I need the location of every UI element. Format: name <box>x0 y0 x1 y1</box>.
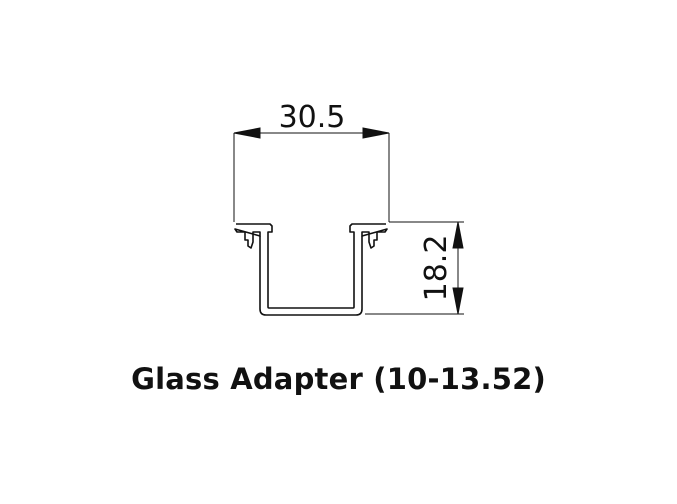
u-channel-profile <box>234 223 388 316</box>
width-dimension <box>233 127 390 222</box>
width-label: 30.5 <box>279 100 346 135</box>
arrow-down-icon <box>452 287 464 315</box>
arrow-left-icon <box>233 127 261 139</box>
height-dimension <box>365 221 464 315</box>
arrow-up-icon <box>452 221 464 249</box>
height-label: 18.2 <box>419 235 454 302</box>
product-title: Glass Adapter (10-13.52) <box>131 362 546 396</box>
arrow-right-icon <box>362 127 390 139</box>
